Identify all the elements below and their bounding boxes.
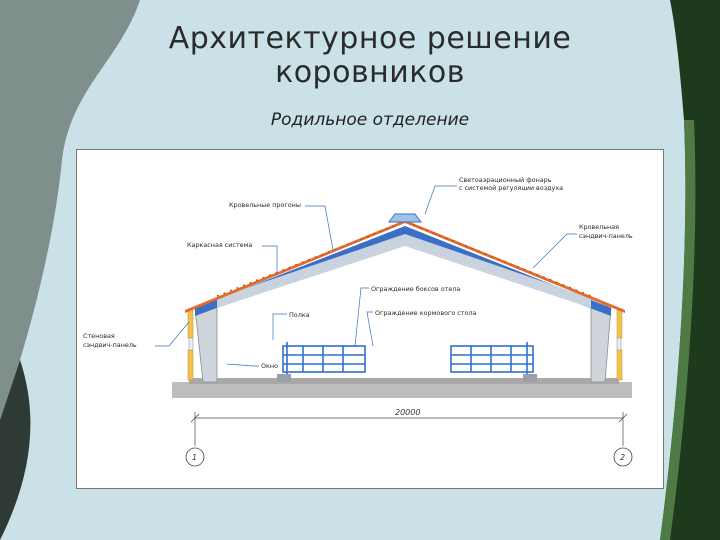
- title-line-2: коровников: [275, 55, 465, 90]
- label-wall-panel-line-2: сэндвич-панель: [83, 341, 137, 349]
- axis-label-2: 2: [620, 453, 625, 462]
- left-wall-panel-lower: [187, 349, 194, 381]
- label-lantern-line-2: с системой регуляции воздуха: [459, 184, 563, 192]
- floor-surface: [189, 378, 619, 384]
- feed-trough-left: [277, 374, 291, 382]
- right-window: [616, 337, 622, 351]
- feed-trough-right: [523, 374, 537, 382]
- label-roof-panel-line-1: Кровельная: [579, 223, 619, 231]
- left-wall-panel-upper: [187, 309, 194, 339]
- label-box-fence: Ограждение боксов отела: [371, 285, 460, 293]
- left-window: [188, 337, 194, 351]
- dimension-line: [190, 412, 628, 446]
- axis-marker-2: [613, 447, 633, 467]
- barn-diagram-panel: Светоаэрационный фонарь с системой регул…: [76, 149, 664, 489]
- label-frame: Каркасная система: [187, 241, 252, 249]
- dimension-label: 20000: [395, 408, 420, 417]
- ground-slab: [172, 382, 632, 398]
- label-lantern-line-1: Светоаэрационный фонарь: [459, 176, 552, 184]
- axis-label-1: 1: [192, 453, 197, 462]
- feed-table-fence-right: [450, 342, 534, 378]
- roof-frame-web: [217, 234, 591, 308]
- roof-purlins: [216, 224, 398, 297]
- slide-title: Архитектурное решение коровников: [120, 22, 620, 90]
- title-line-1: Архитектурное решение: [168, 21, 572, 56]
- label-window: Окно: [261, 362, 278, 370]
- calving-box-fence-left: [282, 342, 366, 378]
- barn-cross-section-diagram: Светоаэрационный фонарь с системой регул…: [83, 176, 633, 467]
- right-wall-panel-lower: [616, 349, 623, 381]
- label-roof-panel-line-2: сэндвич-панель: [579, 232, 633, 240]
- label-bedding: Полка: [289, 311, 310, 319]
- axis-marker-1: [185, 447, 205, 467]
- label-wall-panel-line-1: Стеновая: [83, 332, 115, 340]
- right-wall-panel-upper: [616, 309, 623, 339]
- slide-subtitle: Родильное отделение: [270, 110, 470, 130]
- label-feed-fence: Ограждение кормового стола: [375, 309, 477, 317]
- ridge-lantern: [388, 213, 422, 223]
- leader-lines: [155, 185, 577, 367]
- label-purlins: Кровельные прогоны: [229, 201, 301, 209]
